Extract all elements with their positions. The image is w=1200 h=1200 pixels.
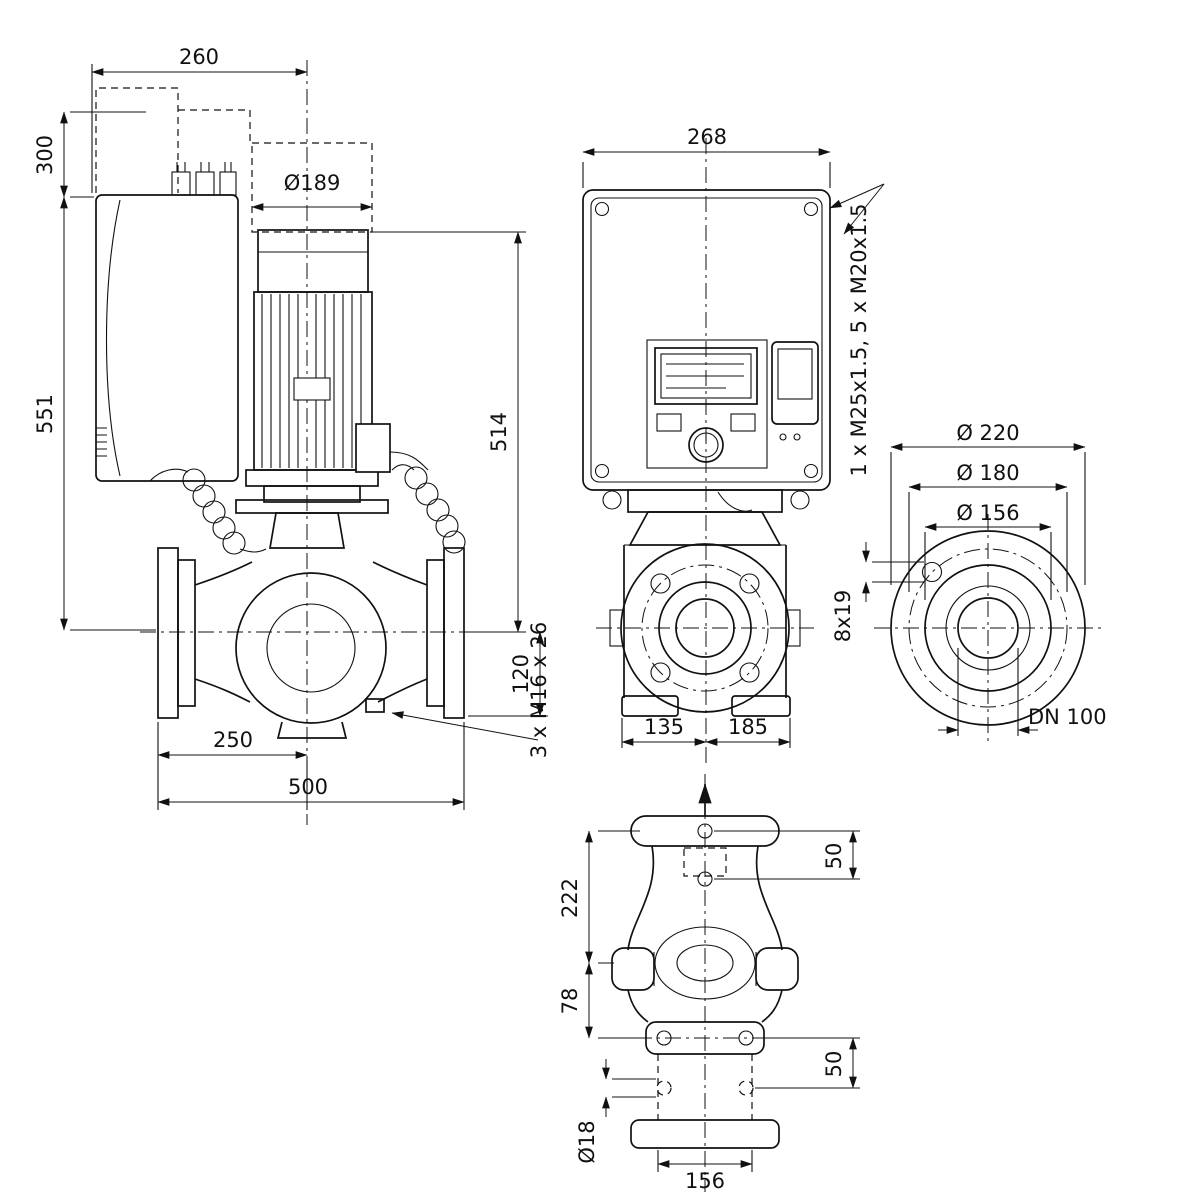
- raised-face-circle: [924, 564, 1052, 692]
- button-left: [656, 413, 682, 432]
- hidden-hole-right: [738, 1080, 754, 1096]
- side-hidden-extents: [95, 87, 373, 233]
- side-port-right: [755, 947, 799, 991]
- side-port-left: [611, 947, 655, 991]
- bolt-circle: [908, 548, 1068, 708]
- dim-front-135: 135: [644, 715, 684, 739]
- bolt-hole: [739, 662, 760, 683]
- top-dimensions: 222 78 50 50 Ø18 156: [558, 830, 860, 1193]
- side-module: [771, 341, 819, 425]
- coiled-cable-left: [149, 468, 267, 555]
- bore-circle: [957, 597, 1019, 659]
- hmi-panel: [646, 339, 768, 469]
- dim-front-glands: 1 x M25x1.5, 5 x M20x1.5: [847, 204, 871, 477]
- dim-flange-8x19: 8x19: [831, 590, 855, 643]
- discharge-flange-side: [443, 547, 465, 719]
- dim-side-514: 514: [487, 412, 511, 452]
- button-right: [730, 413, 756, 432]
- dim-side-551: 551: [33, 394, 57, 434]
- motor-side: [245, 229, 429, 487]
- dim-top-156: 156: [685, 1169, 725, 1193]
- module-screw: [803, 201, 819, 217]
- top-view: 222 78 50 50 Ø18 156: [558, 774, 860, 1193]
- flange-face-front: [620, 543, 790, 713]
- flange-bolt-hole: [921, 561, 943, 583]
- dim-flange-d156: Ø 156: [956, 501, 1019, 525]
- foot-right: [731, 695, 791, 717]
- module-screw: [594, 201, 610, 217]
- module-screw: [803, 463, 819, 479]
- flange-view: Ø 220 Ø 180 Ø 156 8x19 DN 100: [831, 421, 1107, 742]
- operating-knob: [688, 427, 724, 463]
- dim-top-50-upper: 50: [822, 843, 846, 870]
- dim-side-d189: Ø189: [284, 171, 341, 195]
- cable-gland-right: [790, 490, 810, 510]
- hidden-hole-left: [656, 1080, 672, 1096]
- dim-front-268: 268: [687, 125, 727, 149]
- coiled-cable-right: [391, 464, 466, 554]
- dim-top-222: 222: [558, 878, 582, 918]
- dim-flange-d180: Ø 180: [956, 461, 1019, 485]
- hub-circle: [945, 585, 1031, 671]
- drain-plug: [365, 698, 385, 713]
- bottom-port-flange: [630, 1119, 780, 1149]
- base-hole-right: [738, 1030, 754, 1046]
- dim-top-78: 78: [558, 988, 582, 1015]
- foot-left: [621, 695, 679, 717]
- flange-dimensions: Ø 220 Ø 180 Ø 156 8x19 DN 100: [831, 421, 1107, 736]
- dim-front-185: 185: [728, 715, 768, 739]
- dim-side-260: 260: [179, 45, 219, 69]
- front-view: 268 1 x M25x1.5, 5 x M20x1.5 135 185: [582, 125, 885, 768]
- dim-flange-dn100: DN 100: [1028, 705, 1107, 729]
- dim-side-120: 120: [509, 654, 533, 694]
- dim-side-500: 500: [288, 775, 328, 799]
- bolt-hole: [650, 573, 671, 594]
- base-hole-left: [656, 1030, 672, 1046]
- flange-outer-circle: [890, 530, 1086, 726]
- pump-front: [609, 543, 801, 717]
- flange-center-hole: [697, 823, 713, 839]
- module-screw: [594, 463, 610, 479]
- dim-side-250: 250: [213, 728, 253, 752]
- dim-top-50-lower: 50: [822, 1051, 846, 1078]
- motor-junction-box: [355, 423, 391, 473]
- pump-top-outline: [611, 815, 799, 1149]
- side-view: 260 300 551 Ø189 514 120 250 500 3 x M16…: [33, 45, 551, 825]
- dim-flange-d220: Ø 220: [956, 421, 1019, 445]
- pump-housing-side: [157, 485, 465, 739]
- dim-top-d18: Ø18: [575, 1120, 599, 1163]
- side-dimensions: 260 300 551 Ø189 514 120 250 500 3 x M16…: [33, 45, 551, 810]
- cable-gland-left: [602, 490, 622, 510]
- electronics-module-side: [95, 162, 239, 482]
- suction-flange-side: [157, 547, 179, 719]
- display-screen: [654, 347, 758, 405]
- front-dimensions: 268 1 x M25x1.5, 5 x M20x1.5 135 185: [582, 125, 885, 748]
- dim-side-screws: 3 x M16 x 26: [527, 622, 551, 758]
- upper-hole-2: [697, 871, 713, 887]
- dim-side-300: 300: [33, 135, 57, 175]
- bolt-hole: [739, 573, 760, 594]
- bolt-hole: [650, 662, 671, 683]
